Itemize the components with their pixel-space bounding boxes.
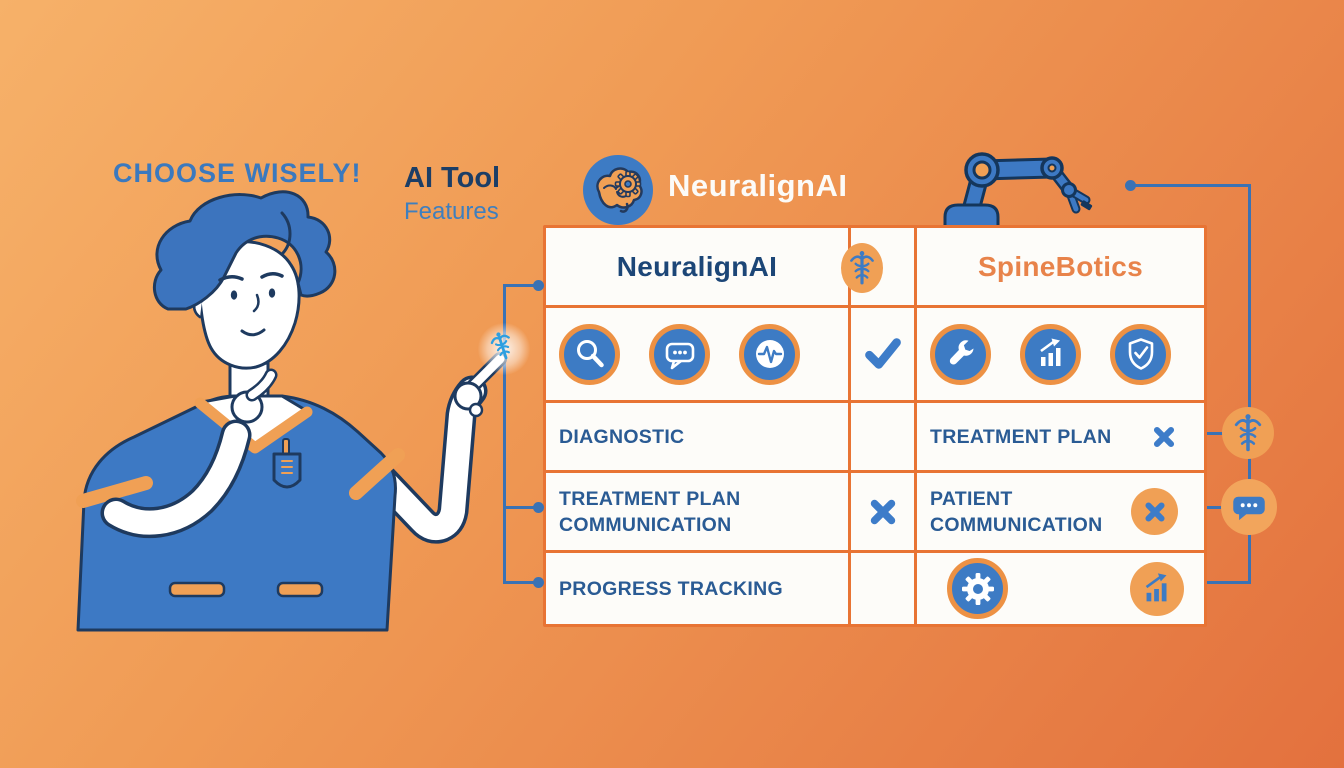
growth-chart-icon — [1130, 561, 1184, 616]
caduceus-icon — [841, 243, 883, 293]
chat-dots-icon — [1221, 479, 1277, 535]
connector-dot — [533, 502, 544, 513]
bar-chart-icon — [1020, 323, 1081, 385]
treatment-plan-cell: TREATMENT PLAN — [917, 403, 1204, 470]
features-label: Features — [404, 198, 499, 225]
connector-dot — [1125, 180, 1136, 191]
patient-communication-cell: PATIENT COMMUNICATION — [917, 473, 1204, 550]
brand-title: NeuralignAI — [668, 168, 848, 203]
right-connector-vertical-line — [1248, 184, 1251, 584]
chat-bubble-icon — [649, 323, 710, 385]
brain-gear-icon — [583, 155, 653, 225]
caduceus-icon — [1222, 407, 1274, 459]
table-header-spinebotics: SpineBotics — [917, 228, 1204, 305]
progress-tracking-cell: PROGRESS TRACKING — [546, 553, 848, 624]
neuralign-feature-icons-cell — [546, 308, 848, 400]
left-connector-stub-bottom — [503, 581, 543, 584]
right-connector-horizontal-top — [1130, 184, 1251, 187]
right-connector-stub-chat — [1207, 506, 1231, 509]
connector-dot — [533, 280, 544, 291]
diagnostic-cell: DIAGNOSTIC — [546, 403, 848, 470]
pulse-icon — [739, 323, 800, 385]
magnifier-icon — [559, 323, 620, 385]
robot-arm-illustration — [943, 152, 1093, 228]
empty-mark-cell — [851, 553, 914, 624]
treatment-plan-communication-label: TREATMENT PLAN COMMUNICATION — [559, 487, 741, 536]
communication-cross-cell — [851, 473, 914, 550]
caduceus-sparkle-icon — [487, 328, 519, 368]
spinebotics-progress-cell — [917, 553, 1204, 624]
treatment-plan-communication-cell: TREATMENT PLAN COMMUNICATION — [546, 473, 848, 550]
right-connector-stub-bottom — [1207, 581, 1251, 584]
empty-mark-cell — [851, 403, 914, 470]
ai-tool-label-block: AI Tool Features — [404, 163, 500, 227]
treatment-plan-label: TREATMENT PLAN — [930, 425, 1112, 448]
ai-tool-label: AI Tool — [404, 162, 501, 194]
patient-communication-label: PATIENT COMMUNICATION — [930, 487, 1103, 536]
choose-wisely-title: CHOOSE WISELY! — [113, 158, 362, 188]
cross-icon — [1153, 426, 1175, 447]
connector-dot — [533, 577, 544, 588]
left-connector-vertical-line — [503, 285, 506, 584]
cross-in-circle-icon — [1131, 488, 1178, 535]
doctor-illustration — [76, 190, 507, 632]
progress-tracking-label: PROGRESS TRACKING — [559, 577, 783, 600]
check-icon — [864, 338, 901, 369]
neuralign-check-cell — [851, 308, 914, 400]
table-header-neuralignai: NeuralignAI — [546, 228, 848, 305]
diagnostic-label: DIAGNOSTIC — [559, 425, 685, 448]
left-connector-stub-mid — [503, 506, 543, 509]
cross-icon — [870, 499, 895, 524]
wrench-icon — [930, 323, 991, 385]
gear-icon — [947, 558, 1008, 619]
shield-check-icon — [1110, 323, 1171, 385]
left-connector-stub-top — [503, 284, 543, 287]
comparison-table: NeuralignAI SpineBotics — [543, 225, 1207, 627]
spinebotics-feature-icons-cell — [917, 308, 1204, 400]
